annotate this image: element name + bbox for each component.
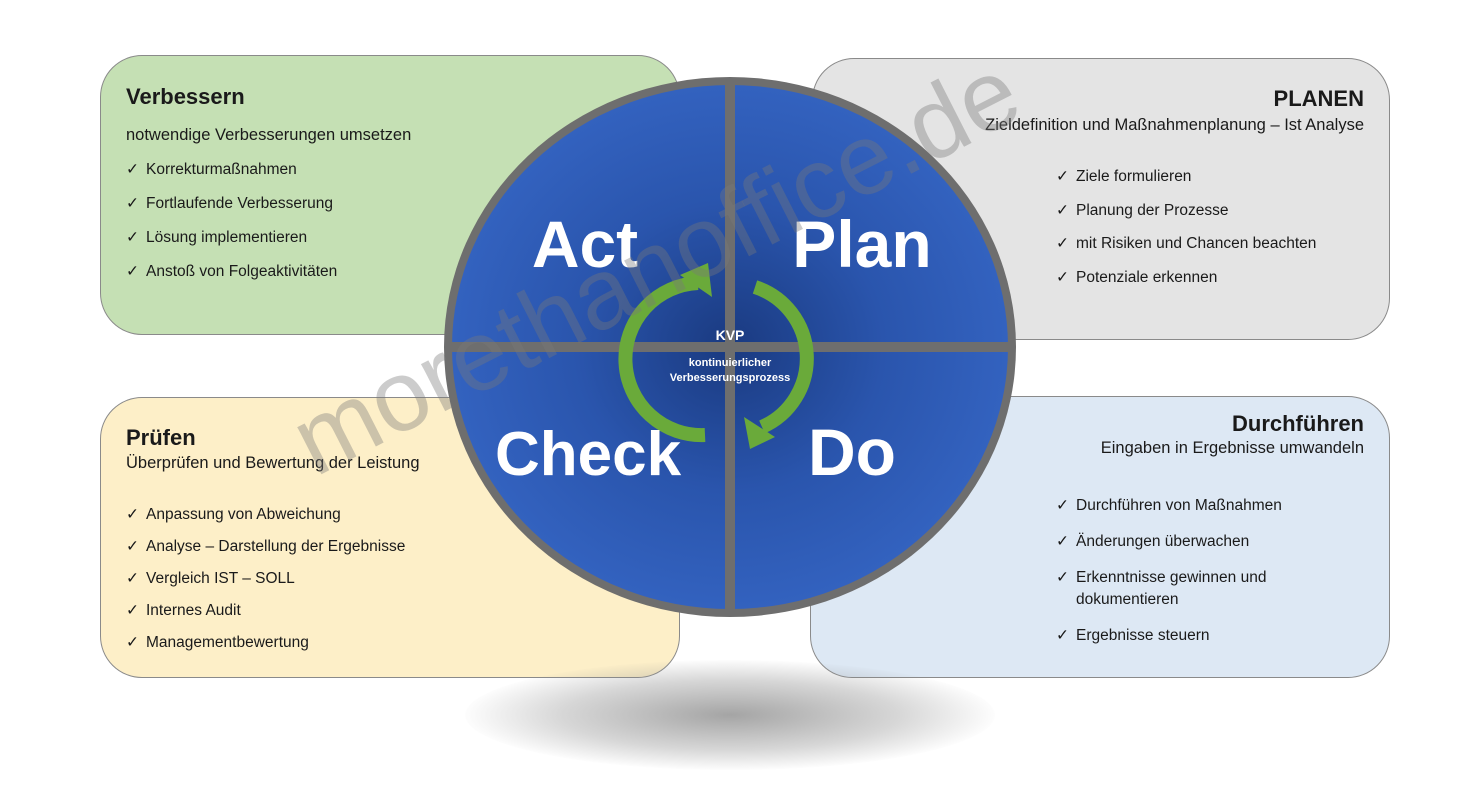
- cycle-arrows-icon: [618, 276, 814, 443]
- act-box-title: Verbessern: [126, 84, 245, 109]
- list-item: ✓Fortlaufende Verbesserung: [126, 195, 333, 212]
- list-item: ✓Anpassung von Abweichung: [126, 506, 341, 523]
- checkmark-icon: ✓: [126, 263, 139, 280]
- do-box-list: ✓Durchführen von Maßnahmen ✓Änderungen ü…: [1056, 495, 1336, 661]
- arrow-head-bottom: [744, 417, 775, 449]
- checkmark-icon: ✓: [1056, 201, 1069, 219]
- kvp-center-line2: Verbesserungsprozess: [670, 372, 790, 384]
- do-box-subtitle: Eingaben in Ergebnisse umwandeln: [1100, 439, 1364, 457]
- wheel-shadow: [465, 660, 995, 770]
- list-item: ✓Lösung implementieren: [126, 229, 308, 246]
- do-label: Do: [808, 415, 896, 489]
- arrow-head-top: [680, 263, 712, 297]
- checkmark-icon: ✓: [126, 538, 139, 555]
- do-box-title: Durchführen: [1232, 411, 1364, 436]
- checkmark-icon: ✓: [126, 634, 139, 651]
- checkmark-icon: ✓: [1056, 168, 1069, 185]
- act-box-subtitle: notwendige Verbesserungen umsetzen: [126, 126, 412, 144]
- wheel-divider-horizontal: [446, 342, 1014, 352]
- checkmark-icon: ✓: [126, 506, 139, 523]
- pdca-wheel: Act Plan Check Do KVP kontinuierlicher V…: [444, 77, 1016, 617]
- checkmark-icon: ✓: [1056, 627, 1069, 644]
- list-item: ✓Vergleich IST – SOLL: [126, 570, 295, 587]
- list-item: ✓Änderungen überwachen: [1056, 531, 1336, 553]
- check-box-subtitle: Überprüfen und Bewertung der Leistung: [126, 454, 420, 472]
- checkmark-icon: ✓: [1056, 533, 1069, 550]
- act-label: Act: [532, 207, 638, 281]
- check-box-list: ✓Anpassung von Abweichung ✓Analyse – Dar…: [126, 505, 405, 665]
- checkmark-icon: ✓: [1056, 497, 1069, 514]
- list-item: ✓Erkenntnisse gewinnen und dokumentieren: [1056, 569, 1267, 608]
- plan-label: Plan: [792, 207, 931, 281]
- act-box-list: ✓Korrekturmaßnahmen ✓Fortlaufende Verbes…: [126, 160, 337, 296]
- check-box-title: Prüfen: [126, 425, 196, 450]
- checkmark-icon: ✓: [1056, 569, 1069, 586]
- list-item: ✓Planung der Prozesse: [1056, 201, 1229, 219]
- list-item: ✓Anstoß von Folgeaktivitäten: [126, 263, 338, 280]
- checkmark-icon: ✓: [126, 229, 139, 246]
- checkmark-icon: ✓: [126, 161, 139, 178]
- plan-box-list: ✓Ziele formulieren ✓Planung der Prozesse…: [1056, 167, 1366, 301]
- plan-box-subtitle: Zieldefinition und Maßnahmenplanung – Is…: [985, 116, 1364, 134]
- checkmark-icon: ✓: [126, 195, 139, 212]
- check-label: Check: [495, 420, 682, 489]
- list-item: ✓Internes Audit: [126, 602, 241, 619]
- checkmark-icon: ✓: [1056, 235, 1069, 252]
- list-item: ✓Ergebnisse steuern: [1056, 625, 1336, 647]
- checkmark-icon: ✓: [126, 602, 139, 619]
- plan-box-title: PLANEN: [1273, 86, 1364, 111]
- list-item: ✓Ziele formulieren: [1056, 168, 1192, 185]
- kvp-center-title: KVP: [716, 327, 745, 343]
- list-item: ✓Korrekturmaßnahmen: [126, 161, 297, 178]
- list-item: ✓Potenziale erkennen: [1056, 268, 1218, 286]
- kvp-center-line1: kontinuierlicher: [689, 357, 772, 369]
- list-item: ✓Durchführen von Maßnahmen: [1056, 495, 1336, 517]
- checkmark-icon: ✓: [1056, 268, 1069, 286]
- list-item: ✓Managementbewertung: [126, 634, 309, 651]
- checkmark-icon: ✓: [126, 570, 139, 587]
- list-item: ✓Analyse – Darstellung der Ergebnisse: [126, 538, 406, 555]
- list-item: ✓mit Risiken und Chancen beachten: [1056, 235, 1317, 252]
